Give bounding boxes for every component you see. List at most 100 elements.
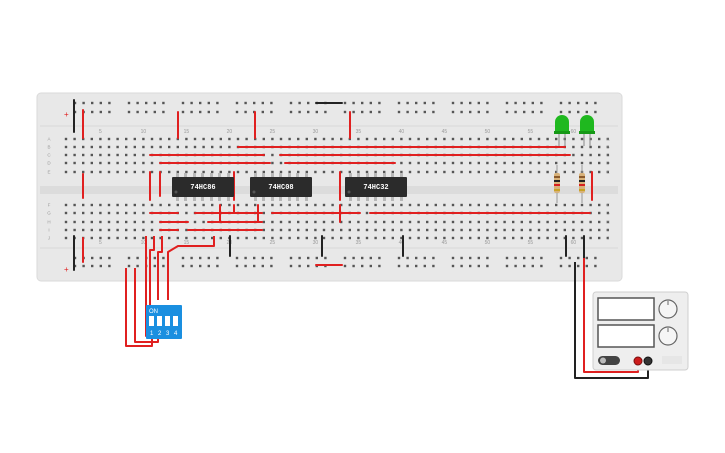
breadboard-hole[interactable] <box>580 220 584 224</box>
breadboard-hole[interactable] <box>406 101 409 105</box>
breadboard-hole[interactable] <box>443 170 446 174</box>
breadboard-hole[interactable] <box>271 161 274 165</box>
breadboard-hole[interactable] <box>469 236 472 240</box>
breadboard-hole[interactable] <box>219 170 222 174</box>
breadboard-hole[interactable] <box>369 264 372 268</box>
breadboard-hole[interactable] <box>383 137 386 141</box>
breadboard-hole[interactable] <box>125 145 128 149</box>
breadboard-hole[interactable] <box>589 236 592 240</box>
breadboard-hole[interactable] <box>162 264 165 268</box>
breadboard-hole[interactable] <box>340 220 343 224</box>
breadboard-hole[interactable] <box>162 101 165 105</box>
breadboard-hole[interactable] <box>572 161 575 165</box>
breadboard-hole[interactable] <box>568 256 571 260</box>
breadboard-hole[interactable] <box>90 228 93 232</box>
breadboard-hole[interactable] <box>142 170 145 174</box>
breadboard-hole[interactable] <box>460 228 463 232</box>
breadboard-hole[interactable] <box>469 256 472 260</box>
breadboard-hole[interactable] <box>589 170 592 174</box>
breadboard-hole[interactable] <box>406 256 409 260</box>
breadboard-hole[interactable] <box>503 236 506 240</box>
breadboard-hole[interactable] <box>82 137 85 141</box>
breadboard-hole[interactable] <box>107 236 111 240</box>
breadboard-hole[interactable] <box>185 228 188 232</box>
breadboard-hole[interactable] <box>512 170 515 174</box>
breadboard-hole[interactable] <box>417 137 420 141</box>
breadboard-hole[interactable] <box>90 137 93 141</box>
breadboard-hole[interactable] <box>529 161 532 165</box>
breadboard-hole[interactable] <box>270 101 273 105</box>
breadboard-hole[interactable] <box>340 170 343 174</box>
breadboard-hole[interactable] <box>297 228 300 232</box>
breadboard-hole[interactable] <box>202 220 205 224</box>
breadboard-hole[interactable] <box>331 170 334 174</box>
breadboard-hole[interactable] <box>531 256 534 260</box>
breadboard-hole[interactable] <box>153 101 156 105</box>
breadboard-hole[interactable] <box>563 170 566 174</box>
breadboard-hole[interactable] <box>589 153 592 157</box>
breadboard-hole[interactable] <box>193 203 197 207</box>
breadboard-hole[interactable] <box>523 101 526 105</box>
breadboard-hole[interactable] <box>378 101 381 105</box>
breadboard-hole[interactable] <box>298 264 301 268</box>
breadboard-hole[interactable] <box>477 137 480 141</box>
breadboard-hole[interactable] <box>254 170 257 174</box>
breadboard-hole[interactable] <box>288 220 291 224</box>
breadboard-hole[interactable] <box>125 170 128 174</box>
breadboard-hole[interactable] <box>64 228 68 232</box>
breadboard-hole[interactable] <box>451 256 455 260</box>
breadboard-hole[interactable] <box>443 203 446 207</box>
breadboard-hole[interactable] <box>116 220 119 224</box>
breadboard-hole[interactable] <box>460 256 463 260</box>
breadboard-hole[interactable] <box>181 256 185 260</box>
breadboard-hole[interactable] <box>460 170 463 174</box>
breadboard-hole[interactable] <box>254 137 257 141</box>
breadboard-hole[interactable] <box>374 236 377 240</box>
breadboard-hole[interactable] <box>469 161 472 165</box>
breadboard-hole[interactable] <box>477 264 480 268</box>
breadboard-hole[interactable] <box>99 170 102 174</box>
breadboard-hole[interactable] <box>228 203 231 207</box>
breadboard-hole[interactable] <box>348 170 351 174</box>
breadboard-hole[interactable] <box>606 211 609 215</box>
breadboard-hole[interactable] <box>531 101 534 105</box>
breadboard-hole[interactable] <box>383 220 386 224</box>
breadboard-hole[interactable] <box>91 101 94 105</box>
breadboard-hole[interactable] <box>340 228 343 232</box>
breadboard-hole[interactable] <box>546 161 549 165</box>
breadboard-hole[interactable] <box>365 203 369 207</box>
breadboard-hole[interactable] <box>82 220 85 224</box>
breadboard-hole[interactable] <box>391 228 394 232</box>
breadboard-hole[interactable] <box>216 101 219 105</box>
breadboard-hole[interactable] <box>245 236 248 240</box>
breadboard-hole[interactable] <box>598 203 601 207</box>
breadboard-hole[interactable] <box>168 170 171 174</box>
breadboard-hole[interactable] <box>331 220 334 224</box>
breadboard-hole[interactable] <box>262 228 265 232</box>
breadboard-hole[interactable] <box>219 145 222 149</box>
breadboard-hole[interactable] <box>514 264 517 268</box>
breadboard-hole[interactable] <box>297 220 300 224</box>
breadboard-hole[interactable] <box>235 264 239 268</box>
breadboard-hole[interactable] <box>568 101 571 105</box>
breadboard-hole[interactable] <box>477 228 480 232</box>
breadboard-hole[interactable] <box>99 264 102 268</box>
breadboard-hole[interactable] <box>219 236 222 240</box>
breadboard-hole[interactable] <box>324 256 327 260</box>
breadboard-hole[interactable] <box>400 203 403 207</box>
breadboard-hole[interactable] <box>365 170 369 174</box>
breadboard-hole[interactable] <box>546 236 549 240</box>
breadboard-hole[interactable] <box>397 256 401 260</box>
breadboard-hole[interactable] <box>598 170 601 174</box>
breadboard-hole[interactable] <box>254 203 257 207</box>
breadboard-hole[interactable] <box>598 236 601 240</box>
breadboard-hole[interactable] <box>202 137 205 141</box>
breadboard-hole[interactable] <box>133 228 136 232</box>
breadboard-hole[interactable] <box>133 161 136 165</box>
breadboard-hole[interactable] <box>153 110 156 114</box>
breadboard-hole[interactable] <box>185 236 188 240</box>
breadboard-hole[interactable] <box>261 110 264 114</box>
breadboard-hole[interactable] <box>598 228 601 232</box>
breadboard-hole[interactable] <box>314 228 317 232</box>
breadboard-hole[interactable] <box>236 137 240 141</box>
